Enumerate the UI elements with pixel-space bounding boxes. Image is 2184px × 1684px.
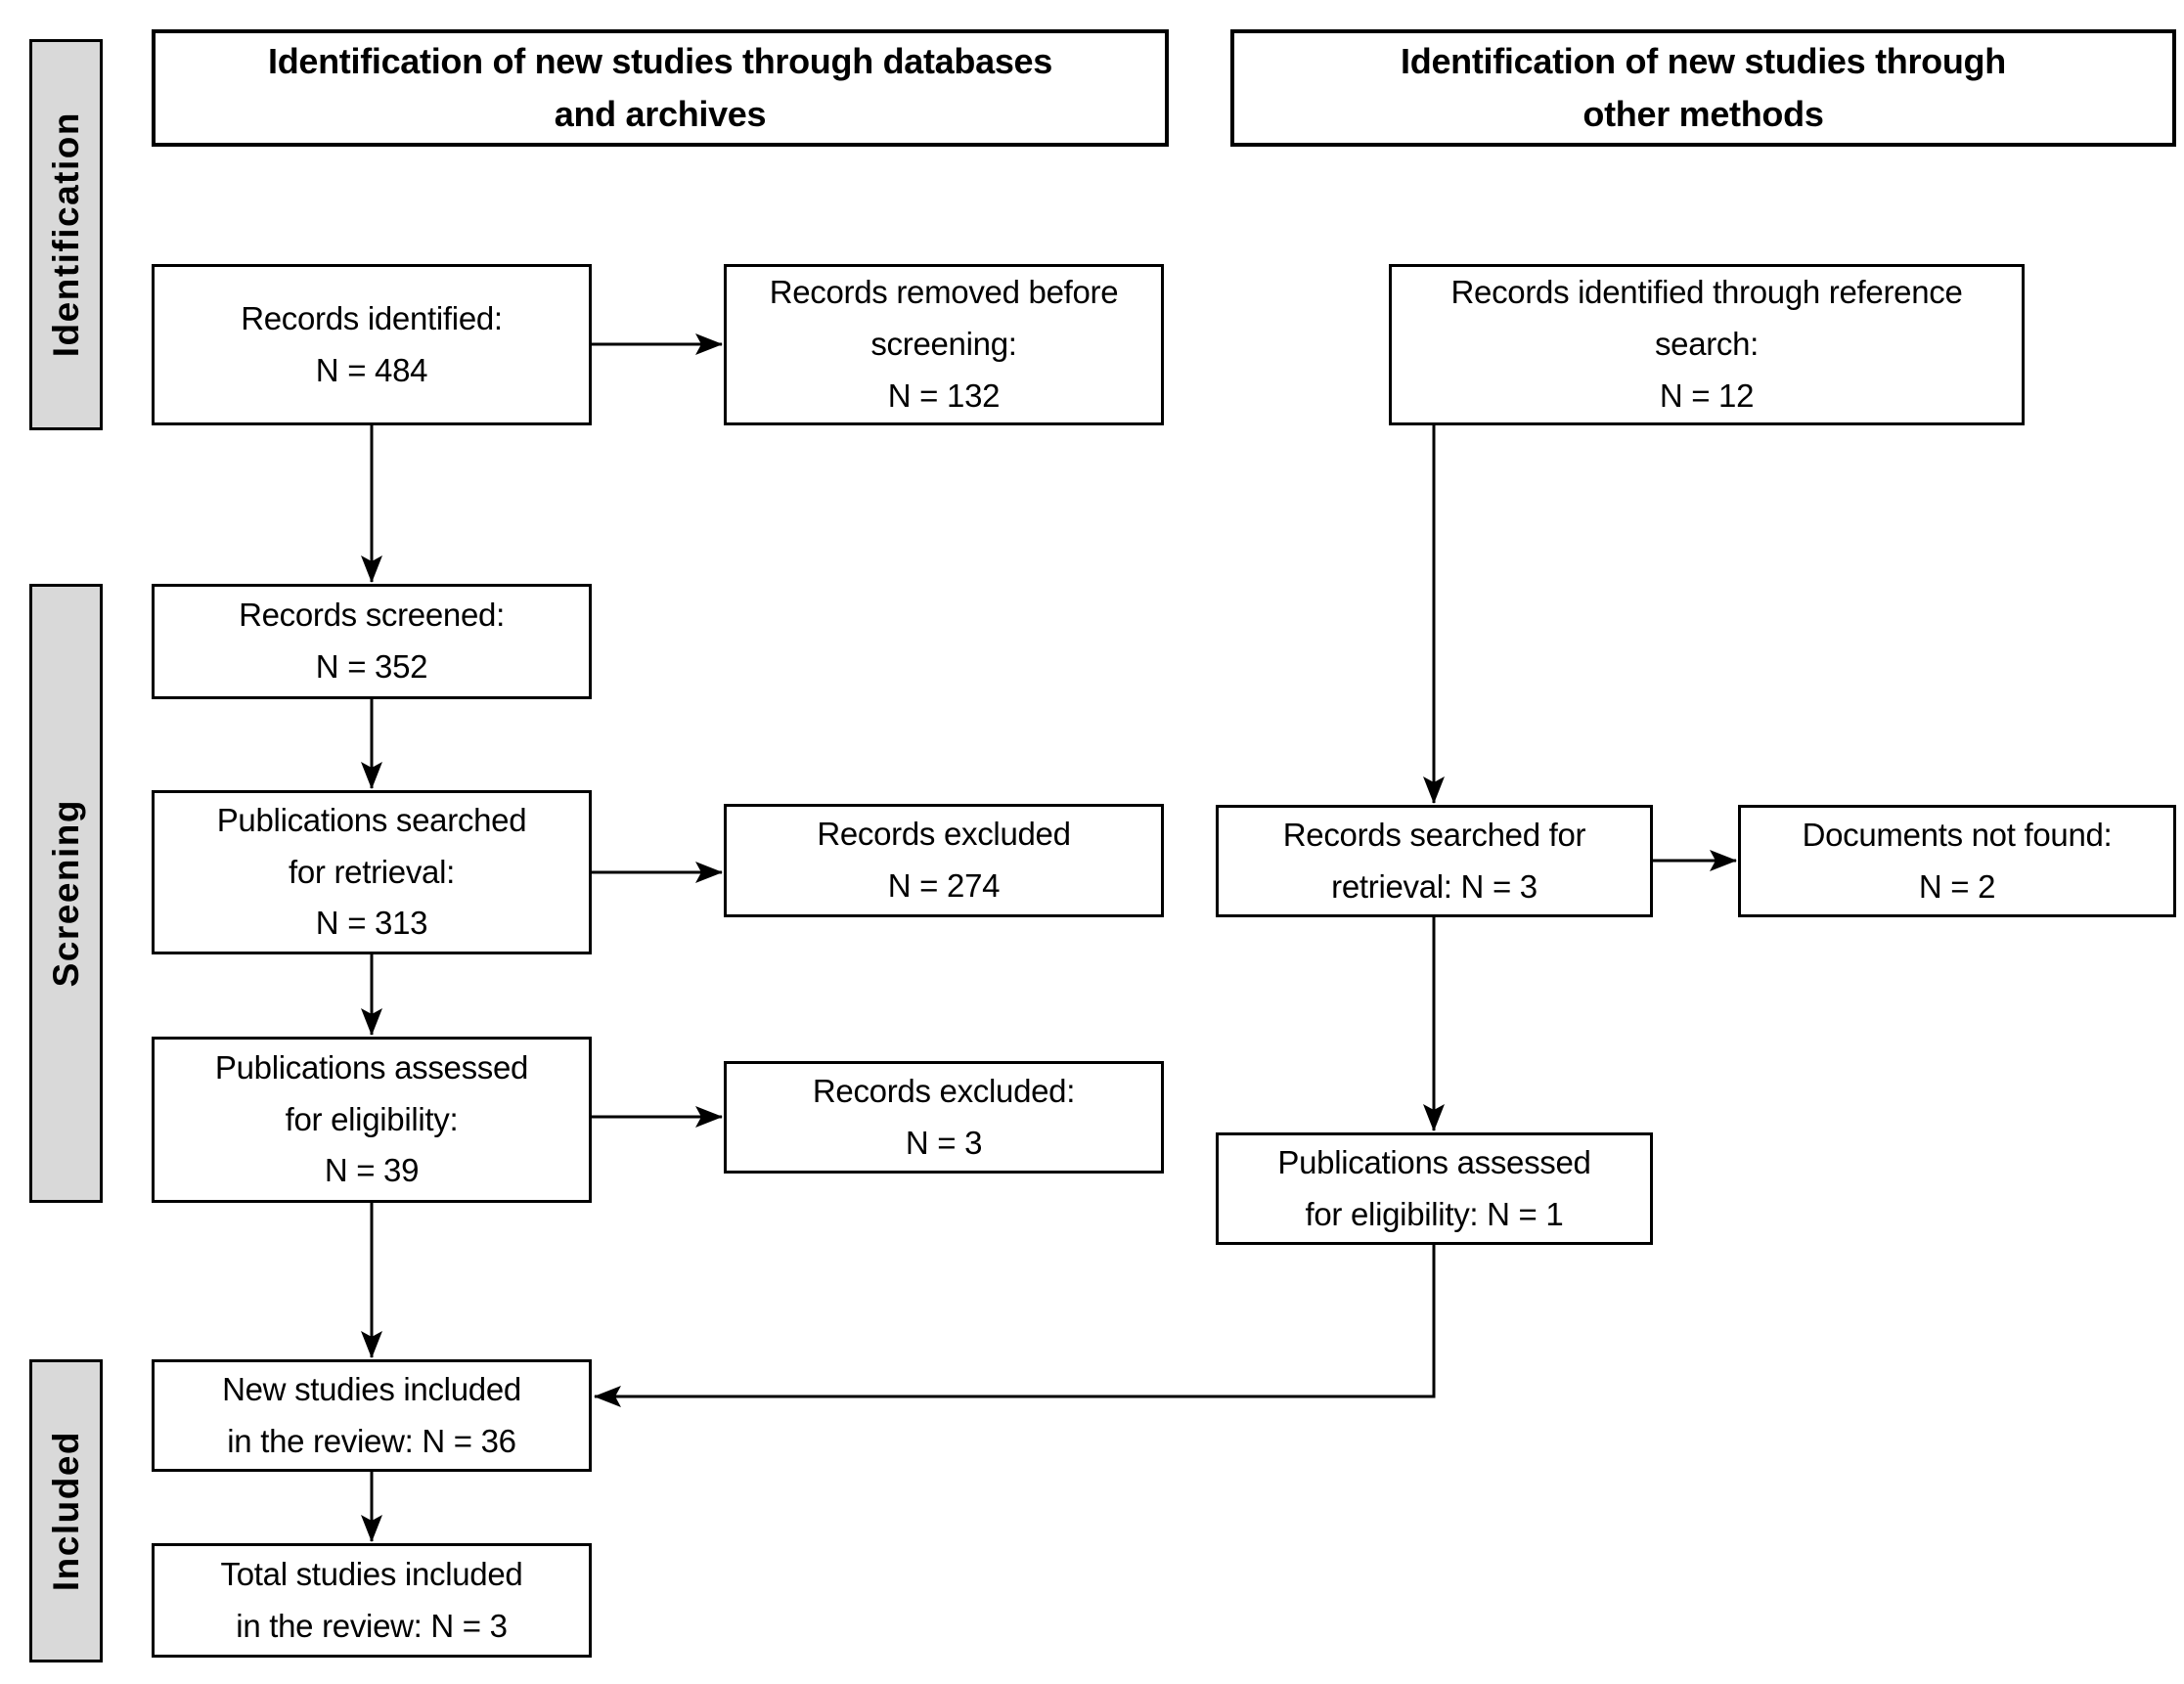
box-records-excluded-3: Records excluded: N = 3 [724, 1061, 1164, 1174]
box-records-screened: Records screened: N = 352 [152, 584, 592, 699]
box-publications-assessed-for-eligibility: Publications assessed for eligibility: N… [152, 1037, 592, 1203]
box-records-removed-before-screening: Records removed before screening: N = 13… [724, 264, 1164, 425]
header-databases-archives: Identification of new studies through da… [152, 29, 1169, 147]
box-documents-not-found: Documents not found: N = 2 [1738, 805, 2176, 917]
box-records-excluded-274: Records excluded N = 274 [724, 804, 1164, 917]
box-records-identified-reference-search: Records identified through reference sea… [1389, 264, 2025, 425]
box-records-identified: Records identified: N = 484 [152, 264, 592, 425]
stage-label-included-text: Included [45, 1430, 86, 1592]
stage-label-screening: Screening [29, 584, 103, 1203]
box-publications-searched-for-retrieval: Publications searched for retrieval: N =… [152, 790, 592, 954]
stage-label-identification: Identification [29, 39, 103, 430]
box-new-studies-included: New studies included in the review: N = … [152, 1359, 592, 1472]
header-other-methods: Identification of new studies through ot… [1230, 29, 2176, 147]
stage-label-identification-text: Identification [45, 111, 86, 358]
stage-label-screening-text: Screening [45, 799, 86, 988]
arrow-assessed1-to-new-studies [594, 1245, 1436, 1407]
box-records-searched-for-retrieval: Records searched for retrieval: N = 3 [1216, 805, 1653, 917]
box-total-studies-included: Total studies included in the review: N … [152, 1543, 592, 1658]
stage-label-included: Included [29, 1359, 103, 1662]
box-publications-assessed-other-methods: Publications assessed for eligibility: N… [1216, 1132, 1653, 1245]
